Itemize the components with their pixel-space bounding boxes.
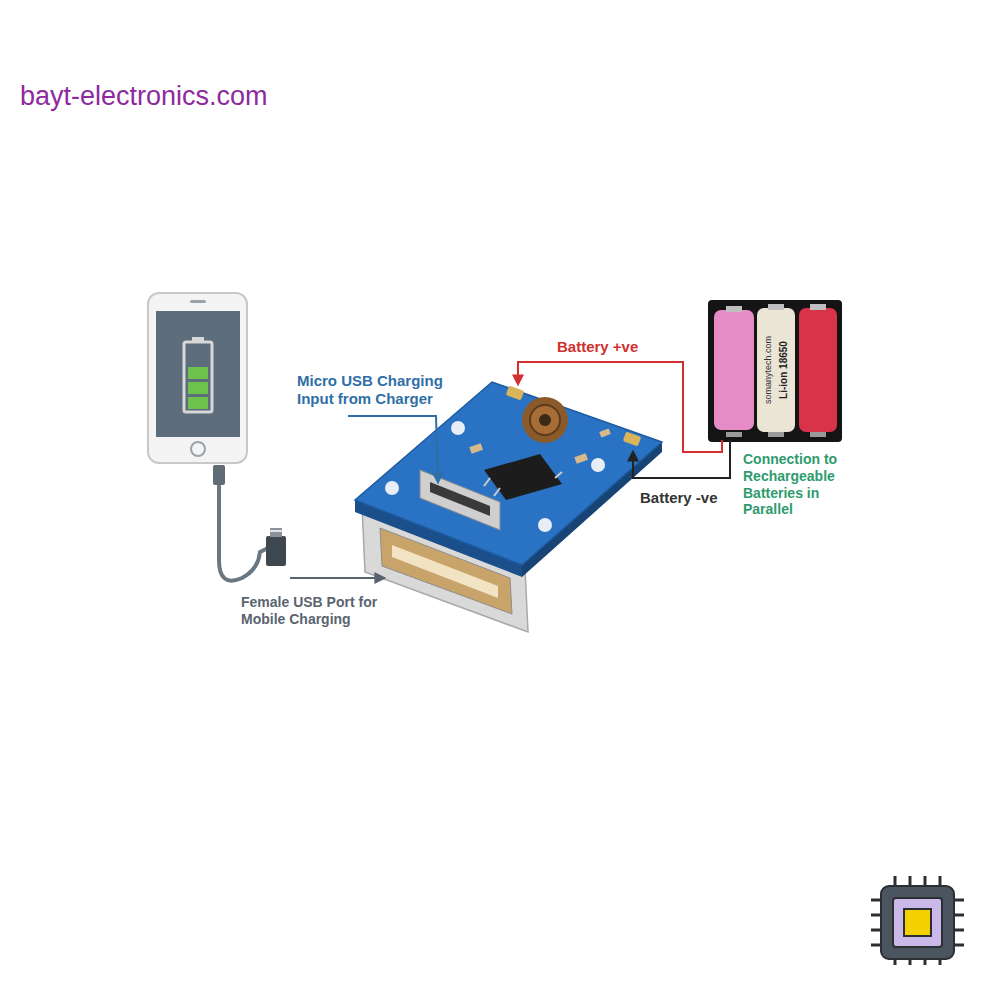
pcb-hole [385, 481, 399, 495]
usb-plug-tip [270, 528, 282, 537]
battery-cell [757, 308, 795, 432]
leader-line [290, 577, 384, 579]
usb-cable [213, 465, 286, 581]
logo-pins [871, 876, 964, 965]
cable-plug [213, 465, 225, 485]
usb-plug-detail [270, 530, 282, 532]
logo-inner [893, 898, 942, 947]
battery-bar [188, 382, 208, 394]
callout-label: Micro USB Charging Input from Charger [297, 372, 472, 408]
battery-cell [799, 308, 837, 432]
chip-logo [871, 876, 964, 965]
battery-plus-pad [506, 386, 524, 401]
holder-contact [726, 432, 742, 437]
logo-core [904, 909, 931, 936]
callout-label: Connection to Rechargeable Batteries in … [743, 451, 865, 518]
inductor-core [539, 414, 551, 426]
micro-usb-slot [430, 482, 490, 516]
battery-minus-pad [623, 432, 641, 447]
leader-line [348, 416, 438, 482]
micro-usb-port [420, 470, 500, 530]
holder-contact [810, 432, 826, 437]
phone-speaker [190, 300, 206, 303]
cell-terminal [810, 304, 826, 310]
battery-holder [708, 300, 842, 442]
usb-plug [266, 536, 286, 566]
battery-icon [184, 342, 212, 412]
negative-wire [633, 440, 730, 478]
cell-print: Li-ion 18650 [778, 341, 790, 399]
wire-label: Battery +ve [557, 338, 638, 356]
capacitor [599, 428, 610, 437]
home-button [191, 442, 205, 456]
callout-label: Female USB Port for Mobile Charging [241, 594, 409, 628]
inductor-coil [530, 405, 560, 435]
pcb-hole [538, 518, 552, 532]
battery-bar [188, 397, 208, 409]
capacitor [469, 443, 483, 454]
cell-terminal [726, 306, 742, 312]
logo-body [881, 886, 954, 959]
battery-bar [188, 367, 208, 379]
cable-wire [219, 485, 268, 581]
ic-pin [484, 478, 490, 486]
ic-chip [484, 454, 562, 500]
pcb-hole [591, 458, 605, 472]
watermark: bayt-electronics.com [20, 80, 268, 112]
cell-terminal [768, 304, 784, 310]
positive-wire [518, 362, 722, 452]
capacitor [574, 453, 588, 464]
wire-label: Battery -ve [640, 489, 718, 507]
pcb-hole [451, 421, 465, 435]
boost-charger-board [355, 382, 662, 632]
battery-cell [714, 310, 754, 430]
ic-pin [494, 488, 500, 496]
ic-pin [555, 472, 562, 478]
pcb [355, 382, 662, 565]
holder-contact [768, 432, 784, 437]
cell-print: somanytech.com [763, 336, 774, 404]
inductor [522, 397, 568, 443]
phone-illustration [148, 293, 247, 463]
holder-case [708, 300, 842, 442]
phone-screen [156, 311, 240, 437]
phone-body [148, 293, 247, 463]
